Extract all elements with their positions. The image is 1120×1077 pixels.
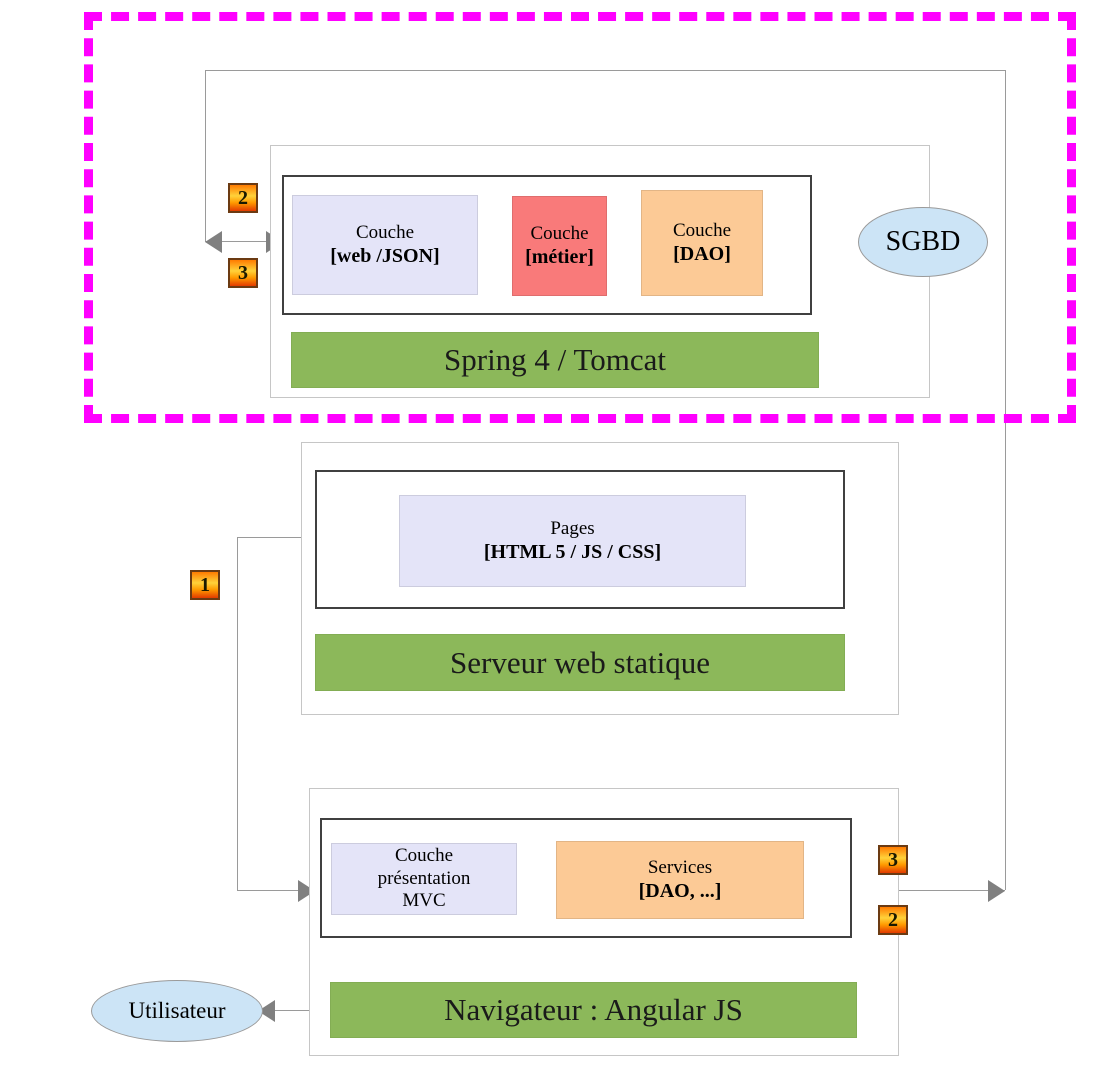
couche-metier-line1: Couche (530, 222, 589, 244)
connector-server-left-vertical (205, 70, 206, 242)
connector-pages-to-mvc (237, 890, 315, 891)
couche-web-json-block: Couche [web /JSON] (292, 195, 478, 295)
couche-metier-block: Couche [métier] (512, 196, 607, 296)
spring-tomcat-label: Spring 4 / Tomcat (444, 342, 666, 377)
badge-server-in-2[interactable]: 2 (228, 183, 258, 213)
navigateur-angular-label: Navigateur : Angular JS (444, 992, 743, 1027)
pages-block: Pages [HTML 5 / JS / CSS] (399, 495, 746, 587)
serveur-web-statique-bar: Serveur web statique (315, 634, 845, 691)
services-dao-block: Services [DAO, ...] (556, 841, 804, 919)
pages-line1: Pages (550, 517, 595, 539)
badge-server-in-3-label: 3 (238, 261, 248, 284)
sgbd-label: SGBD (885, 226, 961, 257)
couche-presentation-line2: présentation (377, 867, 471, 889)
badge-pages-flow-1[interactable]: 1 (190, 570, 220, 600)
spring-tomcat-bar: Spring 4 / Tomcat (291, 332, 819, 388)
pages-line2: [HTML 5 / JS / CSS] (483, 541, 662, 564)
arrow-right-terminal (988, 880, 1005, 902)
connector-right-vertical (1005, 70, 1006, 890)
badge-server-in-2-label: 2 (238, 186, 248, 209)
connector-user-browser-line (258, 1010, 330, 1011)
badge-pages-flow-1-label: 1 (200, 573, 210, 596)
connector-pages-vertical (237, 537, 238, 890)
badge-client-out-2[interactable]: 2 (878, 905, 908, 935)
services-line2: [DAO, ...] (638, 880, 722, 903)
badge-client-out-3[interactable]: 3 (878, 845, 908, 875)
badge-server-in-3[interactable]: 3 (228, 258, 258, 288)
couche-metier-line2: [métier] (525, 246, 594, 269)
badge-client-out-2-label: 2 (888, 908, 898, 931)
connector-services-line (805, 890, 1005, 891)
couche-web-json-line1: Couche (355, 221, 415, 243)
badge-client-out-3-label: 3 (888, 848, 898, 871)
couche-presentation-line3: MVC (402, 890, 446, 912)
connector-server-entry-line (205, 241, 283, 242)
couche-dao-line2: [DAO] (673, 243, 731, 266)
couche-dao-block: Couche [DAO] (641, 190, 763, 296)
utilisateur-label: Utilisateur (128, 998, 226, 1023)
couche-presentation-mvc-block: Couche présentation MVC (331, 843, 517, 915)
couche-dao-line1: Couche (672, 219, 732, 241)
arrow-user-left (258, 1000, 275, 1022)
couche-web-json-line2: [web /JSON] (330, 245, 440, 268)
couche-presentation-line1: Couche (394, 844, 454, 866)
connector-top-horizontal (205, 70, 1006, 71)
arrow-server-entry-left (205, 231, 222, 253)
services-line1: Services (647, 856, 713, 878)
serveur-web-statique-label: Serveur web statique (450, 644, 710, 680)
sgbd-ellipse: SGBD (858, 207, 988, 277)
utilisateur-ellipse: Utilisateur (91, 980, 263, 1042)
highlight-frame-server-tier (84, 12, 1076, 423)
navigateur-angular-bar: Navigateur : Angular JS (330, 982, 857, 1038)
